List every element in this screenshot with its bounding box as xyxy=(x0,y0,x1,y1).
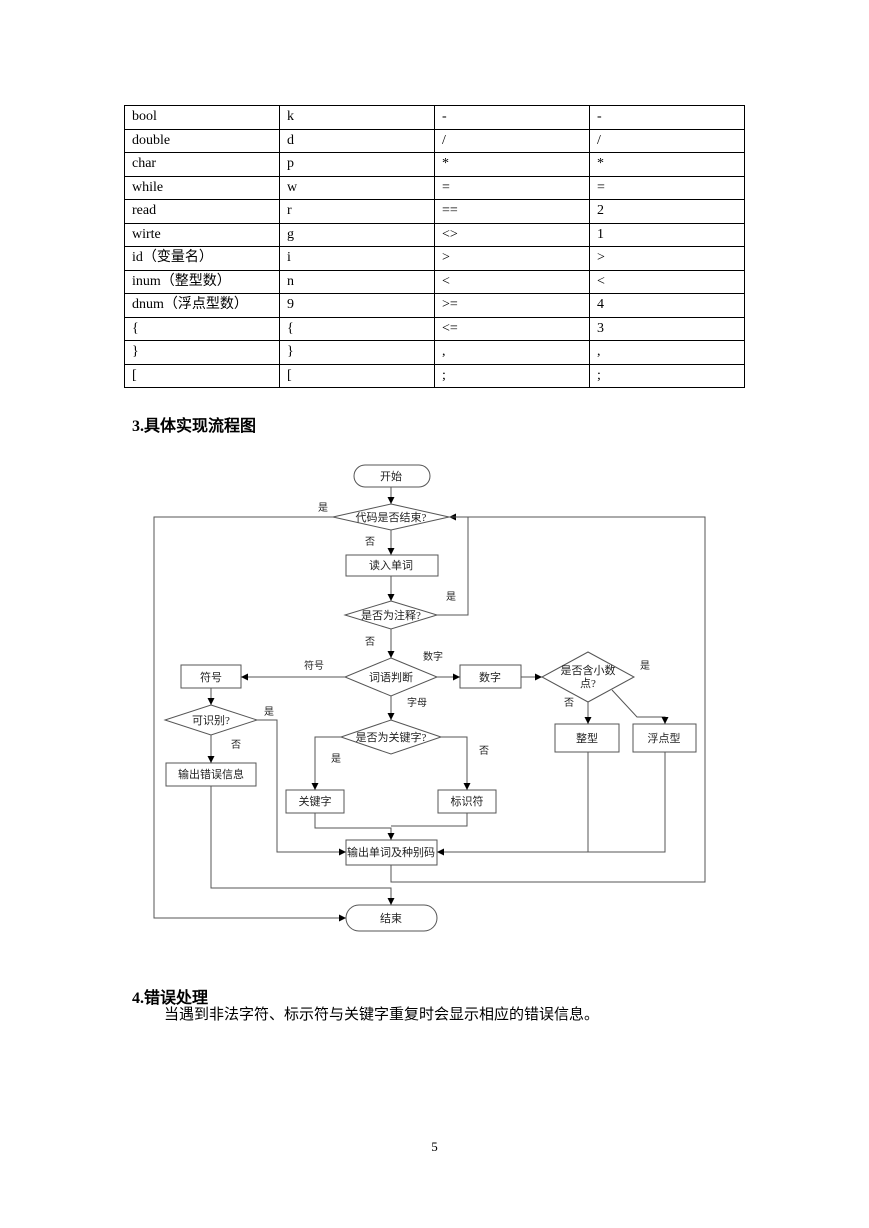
table-cell: , xyxy=(434,340,590,365)
has-decimal-yes-label: 是 xyxy=(640,660,650,672)
table-cell: i xyxy=(279,246,435,271)
section-4-text: 当遇到非法字符、标示符与关键字重复时会显示相应的错误信息。 xyxy=(164,1007,600,1023)
is-comment-no-label: 否 xyxy=(365,636,375,648)
start-terminal xyxy=(353,464,431,488)
has-decimal-no-label: 否 xyxy=(564,697,574,709)
section-4-heading: 4.错误处理 xyxy=(132,990,209,1007)
table-cell: <> xyxy=(434,222,590,247)
table-cell: 4 xyxy=(589,293,745,318)
section-3-heading: 3.具体实现流程图 xyxy=(132,418,257,435)
word-judge-label: 词语判断 xyxy=(369,670,413,684)
table-cell: dnum（浮点型数） xyxy=(124,293,280,318)
table-cell: / xyxy=(434,128,590,153)
table-cell: > xyxy=(589,246,745,271)
table-cell: = xyxy=(589,175,745,200)
letter-branch-label: 字母 xyxy=(407,696,427,709)
table-cell: n xyxy=(279,269,435,294)
is-comment-label: 是否为注释? xyxy=(361,608,421,622)
number-label: 数字 xyxy=(479,670,501,684)
table-cell: while xyxy=(124,175,280,200)
start-label: 开始 xyxy=(380,469,402,483)
table-row: {{<=3 xyxy=(124,316,745,341)
end-label: 结束 xyxy=(380,912,402,925)
table-cell: [ xyxy=(124,363,280,388)
code-end-label: 代码是否结束? xyxy=(356,511,427,524)
table-row: id（变量名）i>> xyxy=(124,246,745,271)
output-error-label: 输出错误信息 xyxy=(178,767,244,781)
table-cell: double xyxy=(124,128,280,153)
recognizable-no-label: 否 xyxy=(231,739,241,751)
read-word-label: 读入单词 xyxy=(369,558,413,572)
page-number: 5 xyxy=(431,1139,438,1154)
is-keyword-label: 是否为关键字? xyxy=(356,730,427,744)
integer-label: 整型 xyxy=(576,731,598,745)
table-row: }},, xyxy=(124,340,745,365)
code-end-yes-label: 是 xyxy=(318,502,328,514)
table-cell: < xyxy=(434,269,590,294)
table-cell: / xyxy=(589,128,745,153)
table-row: dnum（浮点型数）9>=4 xyxy=(124,293,745,318)
table-cell: k xyxy=(279,105,435,130)
is-keyword-yes-label: 是 xyxy=(331,753,341,765)
table-cell: , xyxy=(589,340,745,365)
keyword-label: 关键字 xyxy=(299,794,332,808)
integer-box xyxy=(554,723,620,753)
table-row: inum（整型数）n<< xyxy=(124,269,745,294)
table-cell: } xyxy=(279,340,435,365)
has-decimal-decision xyxy=(540,651,636,703)
flowchart: 开始 代码是否结束? 读入单词 是否为注释? 词语判断 符号 数字 是否含小数 … xyxy=(153,464,706,932)
float-label: 浮点型 xyxy=(648,731,681,745)
recognizable-yes-label: 是 xyxy=(264,706,274,718)
table-cell: == xyxy=(434,199,590,224)
table-cell: < xyxy=(589,269,745,294)
is-keyword-decision xyxy=(339,719,443,755)
symbol-branch-label: 符号 xyxy=(304,659,324,672)
table-cell: } xyxy=(124,340,280,365)
code-end-no-label: 否 xyxy=(365,536,375,548)
output-word-label: 输出单词及种别码 xyxy=(347,845,435,859)
table-cell: * xyxy=(434,152,590,177)
has-decimal-label-2: 点? xyxy=(580,677,596,690)
table-cell: bool xyxy=(124,105,280,130)
identifier-label: 标识符 xyxy=(451,794,484,808)
number-branch-label: 数字 xyxy=(423,650,443,663)
table-cell: { xyxy=(124,316,280,341)
has-decimal-label-1: 是否含小数 xyxy=(561,663,616,677)
read-word-box xyxy=(345,554,439,577)
table-cell: >= xyxy=(434,293,590,318)
symbol-label: 符号 xyxy=(200,671,222,684)
table-cell: { xyxy=(279,316,435,341)
table-cell: d xyxy=(279,128,435,153)
table-cell: inum（整型数） xyxy=(124,269,280,294)
is-comment-yes-label: 是 xyxy=(446,591,456,603)
table-cell: 3 xyxy=(589,316,745,341)
flow-connectors xyxy=(153,487,706,922)
table-cell: <= xyxy=(434,316,590,341)
recognizable-label: 可识别? xyxy=(192,714,230,727)
is-keyword-no-label: 否 xyxy=(479,745,489,757)
table-row: [[;; xyxy=(124,363,745,388)
table-cell: ; xyxy=(589,363,745,388)
table-cell: read xyxy=(124,199,280,224)
table-cell: [ xyxy=(279,363,435,388)
